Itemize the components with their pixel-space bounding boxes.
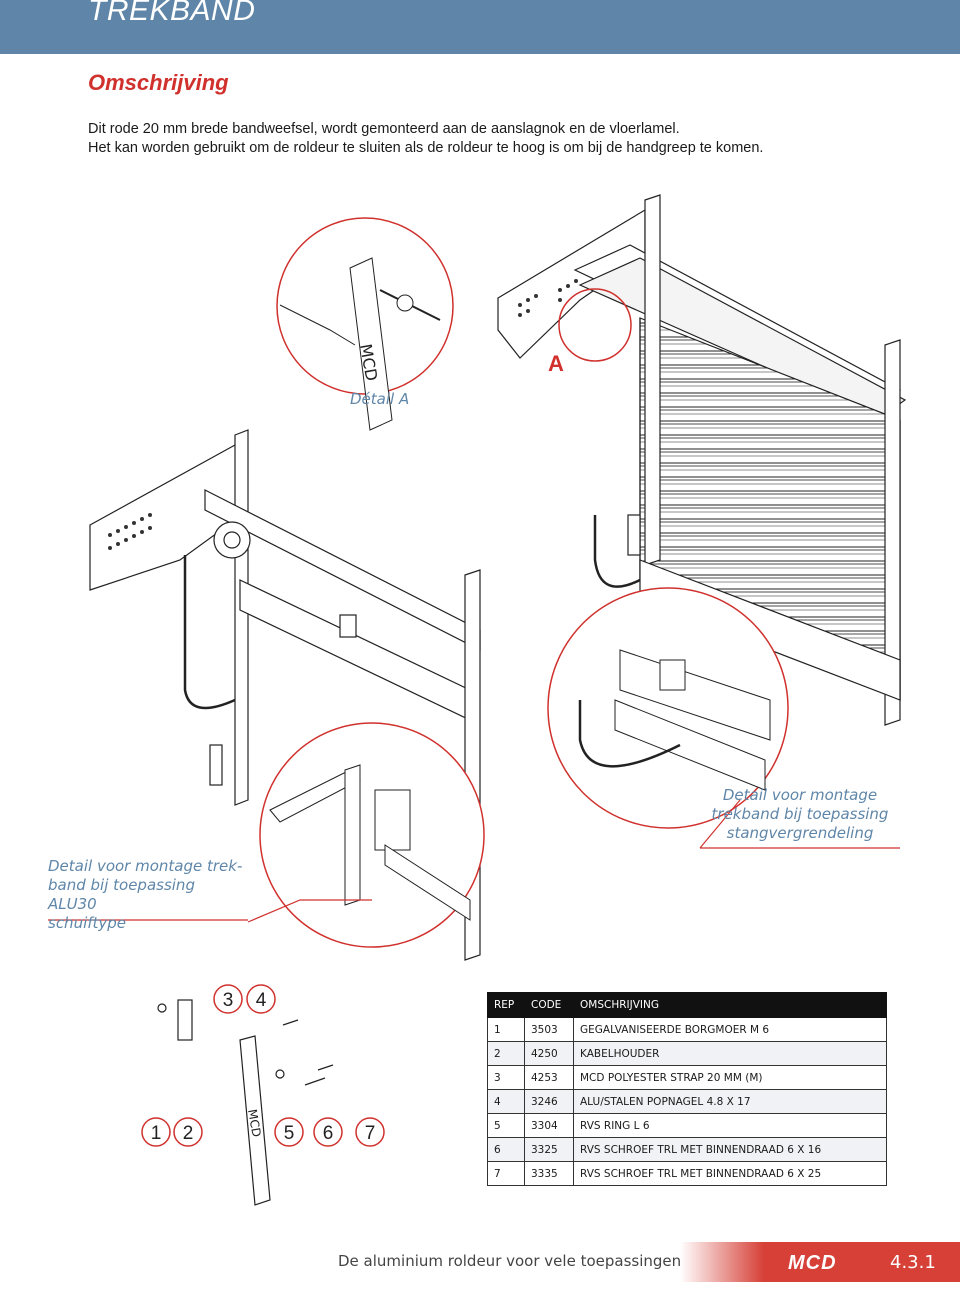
section-title: Omschrijving bbox=[88, 70, 229, 95]
cell-rep: 1 bbox=[487, 1017, 525, 1042]
nut-part bbox=[157, 1003, 167, 1013]
footer-tagline: De aluminium roldeur voor vele toepassin… bbox=[338, 1252, 682, 1270]
caption-alu30: Detail voor montage trek- band bij toepa… bbox=[48, 857, 248, 933]
cell-rep: 6 bbox=[487, 1137, 525, 1162]
cell-code: 3246 bbox=[524, 1089, 574, 1114]
callout-1-label: 1 bbox=[151, 1123, 162, 1144]
cell-rep: 2 bbox=[487, 1041, 525, 1066]
cell-desc: RVS SCHROEF TRL MET BINNENDRAAD 6 X 16 bbox=[573, 1137, 887, 1162]
callout-2-label: 2 bbox=[183, 1123, 194, 1144]
col-code: CODE bbox=[524, 992, 574, 1018]
exploded-parts: MCD bbox=[157, 999, 334, 1206]
detail-circle-right bbox=[547, 587, 789, 829]
cell-code: 3304 bbox=[524, 1113, 574, 1138]
door-assembly-left bbox=[89, 429, 481, 961]
cell-desc: RVS RING L 6 bbox=[573, 1113, 887, 1138]
callout-3-label: 3 bbox=[223, 990, 234, 1011]
callout-3: 3 bbox=[213, 984, 243, 1014]
cell-code: 3503 bbox=[524, 1017, 574, 1042]
col-omschrijving: OMSCHRIJVING bbox=[573, 992, 887, 1018]
detail-a-caption: Détail A bbox=[350, 390, 410, 408]
callout-4: 4 bbox=[246, 984, 276, 1014]
description-line-1: Dit rode 20 mm brede bandweefsel, wordt … bbox=[88, 121, 680, 137]
detail-circle-left bbox=[259, 722, 485, 948]
cell-code: 4253 bbox=[524, 1065, 574, 1090]
caption-stang-line-3: stangvergrendeling bbox=[726, 824, 874, 842]
cell-rep: 7 bbox=[487, 1161, 525, 1186]
page-title: TREKBAND bbox=[88, 0, 256, 27]
cell-rep: 3 bbox=[487, 1065, 525, 1090]
ring-part bbox=[275, 1069, 285, 1079]
callout-6-label: 6 bbox=[323, 1123, 334, 1144]
cell-code: 3335 bbox=[524, 1161, 574, 1186]
detail-a-marker: A bbox=[548, 351, 564, 376]
callout-1: 1 bbox=[141, 1117, 171, 1147]
footer-logo: MCD bbox=[788, 1252, 837, 1274]
page-number: 4.3.1 bbox=[890, 1252, 936, 1273]
caption-alu30-line-3: schuiftype bbox=[48, 914, 127, 932]
caption-stang-line-1: Detail voor montage bbox=[722, 786, 878, 804]
cell-desc: ALU/STALEN POPNAGEL 4.8 X 17 bbox=[573, 1089, 887, 1114]
cell-desc: GEGALVANISEERDE BORGMOER M 6 bbox=[573, 1017, 887, 1042]
caption-stangvergrendeling: Detail voor montage trekband bij toepass… bbox=[700, 786, 900, 843]
cable-holder-part bbox=[177, 999, 193, 1041]
callout-6: 6 bbox=[313, 1117, 343, 1147]
caption-stang-line-2: trekband bij toepassing bbox=[711, 805, 889, 823]
cell-rep: 5 bbox=[487, 1113, 525, 1138]
callout-5-label: 5 bbox=[284, 1123, 295, 1144]
strap-part bbox=[239, 1035, 271, 1206]
col-rep: REP bbox=[487, 992, 525, 1018]
page-header: TREKBAND bbox=[0, 0, 960, 54]
cell-desc: MCD POLYESTER STRAP 20 MM (M) bbox=[573, 1065, 887, 1090]
callout-7-label: 7 bbox=[365, 1123, 376, 1144]
strap-part-logo: MCD bbox=[245, 1108, 264, 1138]
cell-desc: RVS SCHROEF TRL MET BINNENDRAAD 6 X 25 bbox=[573, 1161, 887, 1186]
cell-rep: 4 bbox=[487, 1089, 525, 1114]
footer-bar bbox=[680, 1242, 960, 1282]
caption-alu30-line-2: band bij toepassing ALU30 bbox=[48, 876, 195, 913]
callout-7: 7 bbox=[355, 1117, 385, 1147]
cell-code: 4250 bbox=[524, 1041, 574, 1066]
callout-2: 2 bbox=[173, 1117, 203, 1147]
description: Dit rode 20 mm brede bandweefsel, wordt … bbox=[88, 120, 763, 158]
callout-4-label: 4 bbox=[256, 990, 267, 1011]
cell-desc: KABELHOUDER bbox=[573, 1041, 887, 1066]
part-number-callouts: 1 2 3 4 5 6 7 bbox=[141, 984, 385, 1147]
parts-table-header: REP CODE OMSCHRIJVING bbox=[487, 992, 887, 1018]
detail-a-circle: MCD bbox=[276, 217, 454, 431]
callout-5: 5 bbox=[274, 1117, 304, 1147]
cell-code: 3325 bbox=[524, 1137, 574, 1162]
description-line-2: Het kan worden gebruikt om de roldeur te… bbox=[88, 140, 764, 156]
detail-a-marker-circle bbox=[558, 288, 632, 362]
caption-alu30-line-1: Detail voor montage trek- bbox=[48, 857, 243, 875]
